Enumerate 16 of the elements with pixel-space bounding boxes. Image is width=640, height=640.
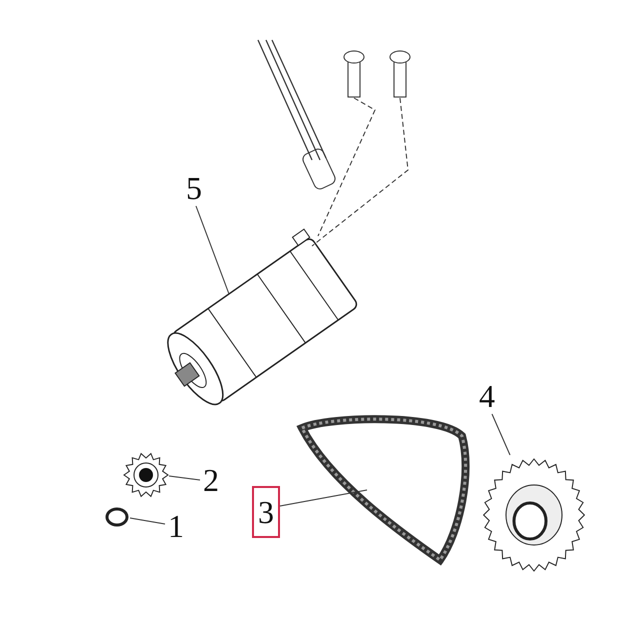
leader-line — [280, 490, 368, 506]
callout-number: 4 — [476, 378, 498, 414]
gear-drawing — [123, 452, 169, 498]
dashed-assembly-line — [318, 98, 376, 236]
leader-line — [492, 414, 510, 456]
callout-number: 1 — [165, 508, 187, 544]
bolt-drawing — [388, 48, 412, 98]
leader-line — [168, 476, 200, 480]
leader-line — [196, 206, 230, 294]
callout-number: 2 — [200, 462, 222, 498]
callout-number: 5 — [183, 170, 205, 206]
bolt-drawing — [342, 48, 366, 98]
ring-drawing — [104, 506, 130, 528]
leader-line — [130, 518, 166, 524]
callout-number: 3 — [252, 486, 280, 538]
dashed-assembly-line — [312, 98, 409, 246]
